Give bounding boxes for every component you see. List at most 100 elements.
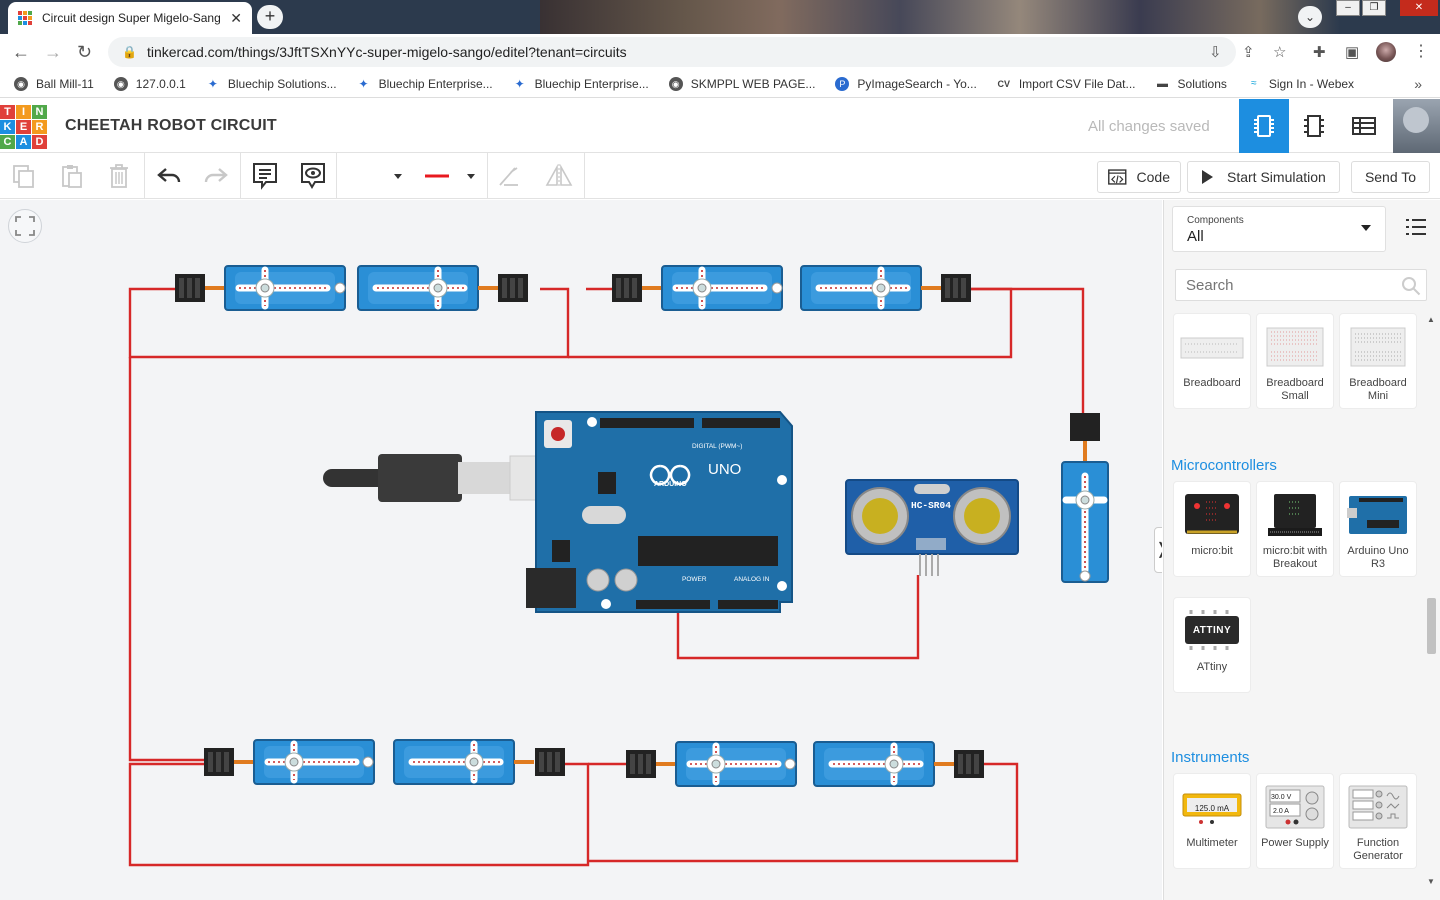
user-avatar[interactable] (1393, 99, 1440, 153)
notes-visibility-button[interactable] (298, 161, 328, 191)
list-view-toggle-icon[interactable] (1405, 217, 1427, 237)
lock-icon: 🔒 (122, 45, 137, 59)
side-panel-icon[interactable]: ▣ (1345, 44, 1360, 61)
component-card-breadboard[interactable]: Breadboard (1174, 314, 1250, 408)
wire-group[interactable] (128, 287, 1085, 867)
cw-icon: CV (996, 76, 1011, 91)
window-close-button[interactable]: ✕ (1400, 0, 1438, 16)
components-search-input[interactable] (1175, 269, 1427, 301)
bookmark-item[interactable]: ≈Sign In - Webex (1246, 76, 1354, 91)
bookmark-item[interactable]: ▬Solutions (1155, 76, 1227, 91)
paste-button[interactable] (56, 161, 86, 191)
bookmark-star-icon[interactable]: ☆ (1273, 44, 1287, 61)
component-card-microbit-breakout[interactable]: micro:bit with Breakout (1257, 482, 1333, 576)
bookmark-item[interactable]: ✦Bluechip Solutions... (205, 76, 337, 91)
circuit-view-button[interactable] (1239, 99, 1289, 153)
tab-close-icon[interactable]: ✕ (230, 9, 242, 26)
component-card-arduino-uno-r3[interactable]: Arduino Uno R3 (1340, 482, 1416, 576)
tinkercad-logo[interactable]: T I N K E R C A D (0, 105, 47, 149)
scroll-down-arrow-icon[interactable]: ▼ (1427, 877, 1435, 886)
paste-icon (62, 165, 82, 188)
share-icon[interactable]: ⇪ (1242, 44, 1255, 61)
function-generator-thumbnail (1348, 785, 1408, 829)
arduino-uno-board[interactable]: UNO ARDUINO DIGITAL (PWM~) POWER ANALOG … (526, 411, 793, 613)
ultrasonic-sensor[interactable]: HC-SR04 (845, 479, 1019, 576)
component-card-power-supply[interactable]: 30.0 V 2.0 A Power Supply (1257, 774, 1333, 868)
browser-profile-avatar[interactable] (1376, 42, 1396, 62)
section-title-instruments: Instruments (1171, 749, 1250, 766)
send-to-button[interactable]: Send To (1351, 161, 1430, 193)
start-simulation-button[interactable]: Start Simulation (1187, 161, 1340, 193)
power-supply-voltage: 30.0 V (1271, 794, 1292, 801)
component-label: Power Supply (1261, 837, 1329, 849)
install-app-icon[interactable]: ⇩ (1209, 44, 1222, 61)
flip-button[interactable] (544, 161, 574, 191)
servo-motor[interactable] (358, 266, 528, 310)
components-filter-dropdown[interactable]: Components All (1172, 206, 1386, 252)
rotate-button[interactable] (494, 161, 524, 191)
search-icon[interactable] (1401, 276, 1421, 296)
servo-motor[interactable] (175, 266, 345, 310)
bookmark-item[interactable]: ◉127.0.0.1 (113, 76, 186, 91)
browser-menu-icon[interactable]: ⋮ (1413, 43, 1429, 60)
window-restore-button[interactable]: ❐ (1362, 0, 1386, 16)
microbit-thumbnail (1185, 494, 1239, 534)
component-card-multimeter[interactable]: 125.0 mA Multimeter (1174, 774, 1250, 868)
copy-button[interactable] (9, 161, 39, 191)
code-label: Code (1136, 169, 1170, 185)
component-list-view-button[interactable] (1339, 99, 1389, 153)
board-power-label: POWER (682, 576, 707, 583)
reload-icon[interactable]: ↻ (77, 42, 93, 62)
attiny-thumbnail (1185, 610, 1239, 650)
component-card-function-generator[interactable]: Function Generator (1340, 774, 1416, 868)
servo-motor-vertical[interactable] (1061, 413, 1109, 583)
bookmark-item[interactable]: ✦Bluechip Enterprise... (356, 76, 493, 91)
board-analog-label: ANALOG IN (734, 576, 770, 583)
zoom-to-fit-button[interactable] (8, 209, 42, 243)
component-card-attiny[interactable]: ATTINY ATtiny (1174, 598, 1250, 692)
design-title[interactable]: CHEETAH ROBOT CIRCUIT (65, 117, 277, 134)
redo-button[interactable] (201, 161, 231, 191)
back-arrow-icon[interactable]: ← (12, 42, 30, 62)
schematic-view-button[interactable] (1289, 99, 1339, 153)
servo-motor[interactable] (612, 266, 782, 310)
notes-button[interactable] (250, 161, 280, 191)
component-card-breadboard-small[interactable]: Breadboard Small (1257, 314, 1333, 408)
servo-motor[interactable] (394, 740, 565, 784)
servo-motor[interactable] (204, 740, 374, 784)
bookmark-item[interactable]: ✦Bluechip Enterprise... (512, 76, 649, 91)
logo-letter: K (0, 120, 15, 134)
panel-scrollbar[interactable]: ▲ ▼ (1424, 315, 1438, 888)
servo-motor[interactable] (626, 742, 796, 786)
window-minimize-button[interactable]: – (1336, 0, 1360, 16)
new-tab-button[interactable]: + (257, 5, 283, 29)
scrollbar-thumb[interactable] (1427, 598, 1436, 654)
servo-motor[interactable] (814, 742, 984, 786)
bookmarks-overflow-icon[interactable]: » (1414, 76, 1422, 92)
wire-type-picker[interactable] (420, 161, 476, 191)
fit-view-icon (15, 216, 35, 236)
extensions-puzzle-icon[interactable]: ✚ (1313, 44, 1326, 61)
undo-button[interactable] (154, 161, 184, 191)
browser-tab-active[interactable]: Circuit design Super Migelo-Sango ✕ (8, 2, 252, 34)
scroll-up-arrow-icon[interactable]: ▲ (1427, 315, 1435, 324)
bookmark-item[interactable]: ◉SKMPPL WEB PAGE... (668, 76, 815, 91)
wire-color-picker[interactable] (351, 161, 407, 191)
component-card-microbit[interactable]: micro:bit (1174, 482, 1250, 576)
tab-search-chevron-icon[interactable]: ⌄ (1298, 6, 1322, 28)
board-uno-label: UNO (708, 461, 741, 478)
toolbar-divider (144, 153, 145, 199)
forward-arrow-icon[interactable]: → (44, 42, 62, 62)
code-button[interactable]: Code (1097, 161, 1181, 193)
tinkercad-favicon-icon (18, 11, 32, 25)
circuit-canvas[interactable]: UNO ARDUINO DIGITAL (PWM~) POWER ANALOG … (0, 200, 1162, 900)
component-card-breadboard-mini[interactable]: Breadboard Mini (1340, 314, 1416, 408)
url-omnibox[interactable]: 🔒 tinkercad.com/things/3JftTSXnYYc-super… (108, 37, 1236, 67)
servo-motor[interactable] (801, 266, 971, 310)
delete-button[interactable] (104, 161, 134, 191)
browser-tab-strip: Circuit design Super Migelo-Sango ✕ + ⌄ … (0, 0, 1440, 34)
bookmark-item[interactable]: ◉Ball Mill-11 (14, 76, 94, 91)
panel-collapse-toggle[interactable]: ❭ (1154, 527, 1162, 573)
